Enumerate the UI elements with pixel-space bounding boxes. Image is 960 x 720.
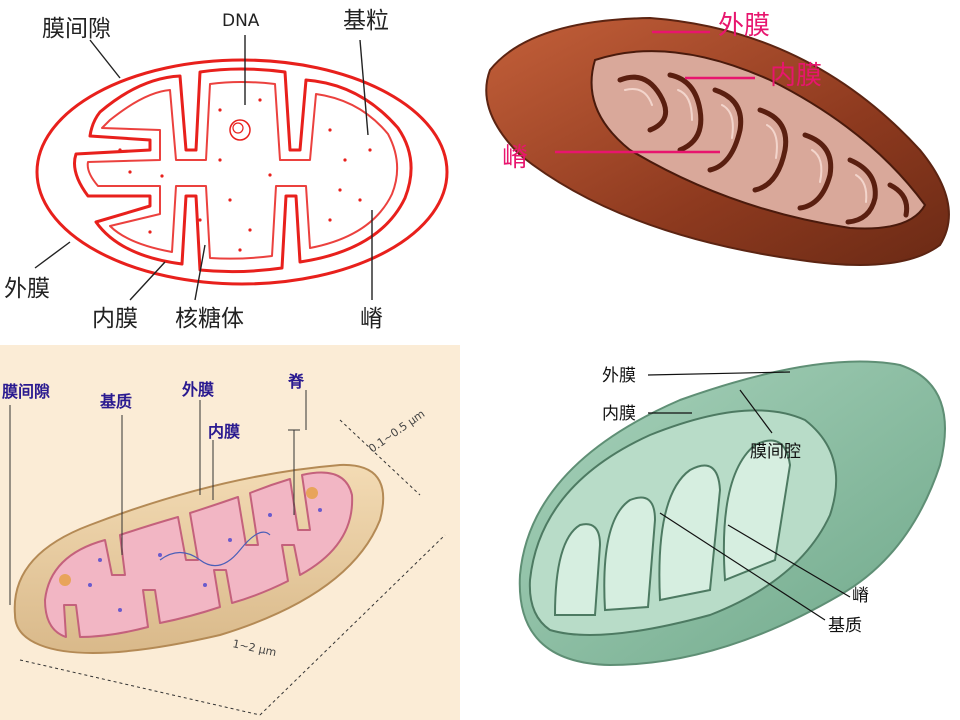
schematic-diagram: 膜间隙 DNA 基粒 外膜 内膜 核糖体 嵴 (4, 8, 449, 332)
brown-cut-face (590, 50, 927, 230)
pink-leader-lines (9, 390, 307, 605)
schematic-ribosome-dots (118, 98, 372, 252)
label-cristae: 嵴 (360, 306, 383, 332)
schematic-inner-membrane (73, 67, 413, 274)
schematic-panel: 膜间隙 DNA 基粒 外膜 内膜 核糖体 嵴 (0, 0, 470, 345)
pink-inner-membrane (44, 471, 354, 638)
pink-granule-large-right (306, 487, 318, 499)
label-elementary-particle: 基粒 (343, 8, 389, 34)
pink-granule-large-left (59, 574, 71, 586)
label-outer-membrane: 外膜 (4, 276, 50, 302)
pink-label-intermembrane-space: 膜间隙 (2, 382, 50, 401)
green-cristae (553, 439, 792, 616)
pink-mitochondrion-illustration: 膜间隙 基质 外膜 内膜 脊 0.1~0.5 μm 1~2 μm (2, 372, 446, 716)
pink-label-length-measure: 1~2 μm (231, 637, 277, 659)
green-label-inner-membrane: 内膜 (602, 404, 636, 424)
label-ribosome: 核糖体 (175, 306, 244, 332)
green-label-matrix: 基质 (828, 616, 862, 636)
pink-dimension-lines (19, 419, 446, 716)
pink-label-outer-membrane: 外膜 (181, 380, 214, 399)
green-label-outer-membrane: 外膜 (602, 366, 636, 386)
green-label-cristae: 嵴 (852, 586, 869, 606)
brown-label-cristae: 嵴 (502, 143, 528, 173)
green-mitochondrion-illustration: 外膜 内膜 膜间腔 嵴 基质 (518, 360, 946, 667)
schematic-outer-membrane (35, 58, 449, 286)
brown-cristae-highlights (624, 88, 868, 203)
pink-label-cristae: 脊 (287, 372, 305, 391)
pink-label-inner-membrane: 内膜 (208, 422, 240, 441)
brown-mitochondrion-illustration: 外膜 内膜 嵴 (485, 11, 950, 266)
brown-illustration-panel: 外膜 内膜 嵴 (470, 0, 960, 345)
brown-leader-lines (555, 30, 755, 154)
pink-label-width-measure: 0.1~0.5 μm (366, 407, 427, 455)
dna-icon (229, 119, 251, 141)
label-dna: DNA (222, 11, 260, 31)
brown-label-outer-membrane: 外膜 (718, 11, 770, 41)
green-illustration-panel: 外膜 内膜 膜间腔 嵴 基质 (460, 345, 960, 720)
pink-illustration-panel: 膜间隙 基质 外膜 内膜 脊 0.1~0.5 μm 1~2 μm (0, 345, 460, 720)
schematic-leader-lines (34, 35, 373, 301)
brown-cristae-folds (617, 72, 910, 225)
green-label-intermembrane-cavity: 膜间腔 (750, 442, 801, 462)
label-inner-membrane: 内膜 (92, 306, 138, 332)
pink-matrix-granules (88, 508, 322, 612)
schematic-inner-membrane-inner-edge (86, 81, 399, 260)
pink-dna-strand (159, 531, 271, 567)
green-leader-lines (647, 371, 851, 621)
brown-label-inner-membrane: 内膜 (770, 61, 822, 91)
label-intermembrane-space: 膜间隙 (42, 16, 111, 42)
pink-label-matrix: 基质 (99, 392, 132, 411)
